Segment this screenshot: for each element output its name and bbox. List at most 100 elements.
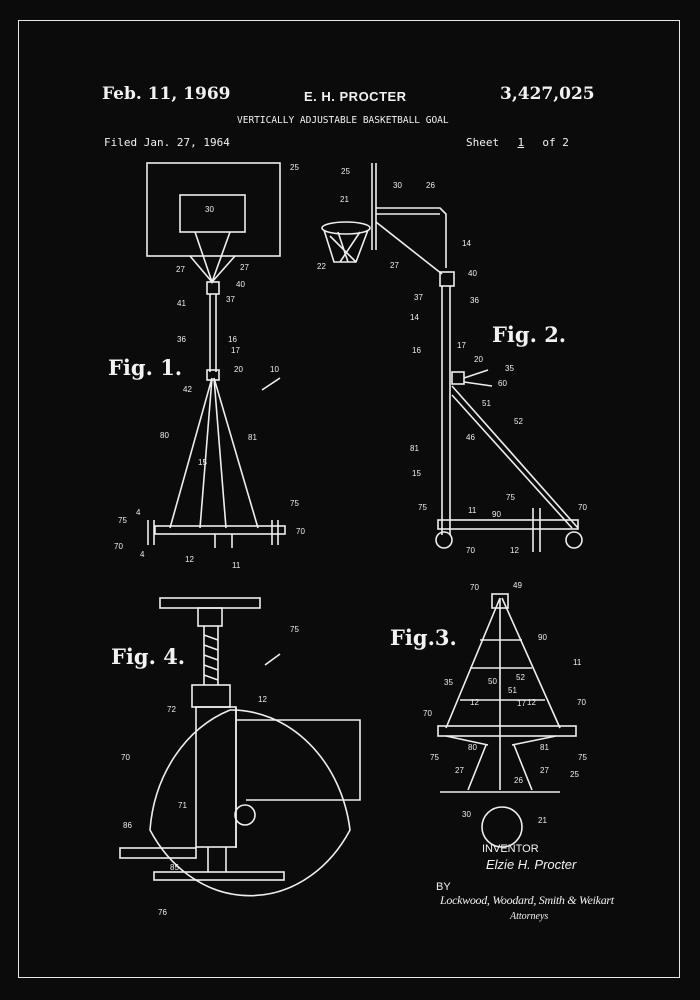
by-label: BY xyxy=(436,881,451,893)
reference-numeral: 75 xyxy=(430,753,439,762)
reference-numeral: 21 xyxy=(538,816,547,825)
reference-numeral: 16 xyxy=(228,335,237,344)
reference-numeral: 37 xyxy=(226,295,235,304)
reference-numeral: 81 xyxy=(410,444,419,453)
reference-numeral: 41 xyxy=(177,299,186,308)
reference-numeral: 12 xyxy=(185,555,194,564)
reference-numeral: 70 xyxy=(578,503,587,512)
reference-numeral: 36 xyxy=(470,296,479,305)
reference-numeral: 42 xyxy=(183,385,192,394)
patent-number: 3,427,025 xyxy=(500,84,595,104)
reference-numeral: 35 xyxy=(505,364,514,373)
reference-numeral: 70 xyxy=(470,583,479,592)
reference-numeral: 76 xyxy=(158,908,167,917)
reference-numeral: 30 xyxy=(205,205,214,214)
reference-numeral: 25 xyxy=(570,770,579,779)
reference-numeral: 17 xyxy=(457,341,466,350)
reference-numeral: 90 xyxy=(538,633,547,642)
inventor-short: E. H. PROCTER xyxy=(304,89,407,104)
figure-3-drawing xyxy=(437,593,577,848)
reference-numeral: 81 xyxy=(248,433,257,442)
reference-numeral: 27 xyxy=(540,766,549,775)
reference-numeral: 75 xyxy=(506,493,515,502)
reference-numeral: 10 xyxy=(270,365,279,374)
attorneys-label: Attorneys xyxy=(510,911,549,922)
reference-numeral: 85 xyxy=(170,863,179,872)
figure-4-drawing xyxy=(119,597,361,897)
reference-numeral: 35 xyxy=(444,678,453,687)
reference-numeral: 60 xyxy=(498,379,507,388)
figure-2-label: Fig. 2. xyxy=(492,322,567,347)
reference-numeral: 70 xyxy=(577,698,586,707)
reference-numeral: 37 xyxy=(414,293,423,302)
inventor-heading: INVENTOR xyxy=(482,843,539,855)
reference-numeral: 86 xyxy=(123,821,132,830)
reference-numeral: 50 xyxy=(488,677,497,686)
reference-numeral: 17 xyxy=(231,346,240,355)
reference-numeral: 12 xyxy=(527,698,536,707)
reference-numeral: 20 xyxy=(474,355,483,364)
reference-numeral: 16 xyxy=(412,346,421,355)
reference-numeral: 22 xyxy=(317,262,326,271)
reference-numeral: 27 xyxy=(390,261,399,270)
reference-numeral: 30 xyxy=(462,810,471,819)
reference-numeral: 25 xyxy=(341,167,350,176)
reference-numeral: 14 xyxy=(462,239,471,248)
reference-numeral: 75 xyxy=(118,516,127,525)
reference-numeral: 51 xyxy=(508,686,517,695)
reference-numeral: 27 xyxy=(455,766,464,775)
reference-numeral: 70 xyxy=(296,527,305,536)
figure-1-drawing xyxy=(146,162,286,548)
patent-title: VERTICALLY ADJUSTABLE BASKETBALL GOAL xyxy=(237,115,449,126)
reference-numeral: 71 xyxy=(178,801,187,810)
figure-3-label: Fig.3. xyxy=(390,625,457,650)
reference-numeral: 4 xyxy=(140,550,145,559)
reference-numeral: 26 xyxy=(426,181,435,190)
reference-numeral: 52 xyxy=(514,417,523,426)
reference-numeral: 12 xyxy=(510,546,519,555)
sheet-number: 1 xyxy=(517,136,525,149)
reference-numeral: 20 xyxy=(234,365,243,374)
reference-numeral: 4 xyxy=(136,508,141,517)
reference-numeral: 26 xyxy=(514,776,523,785)
sheet-of: of 2 xyxy=(542,136,569,149)
reference-numeral: 25 xyxy=(290,163,299,172)
reference-numeral: 40 xyxy=(236,280,245,289)
reference-numeral: 12 xyxy=(470,698,479,707)
reference-numeral: 75 xyxy=(418,503,427,512)
reference-numeral: 36 xyxy=(177,335,186,344)
figure-4-label: Fig. 4. xyxy=(111,644,186,669)
reference-numeral: 49 xyxy=(513,581,522,590)
attorneys-signature: Lockwood, Woodard, Smith & Weikart xyxy=(440,893,614,907)
reference-numeral: 80 xyxy=(468,743,477,752)
reference-numeral: 11 xyxy=(232,561,241,570)
reference-numeral: 15 xyxy=(198,458,207,467)
sheet-label: Sheet xyxy=(466,136,500,149)
patent-date: Feb. 11, 1969 xyxy=(102,84,231,104)
reference-numeral: 11 xyxy=(468,506,477,515)
reference-numeral: 75 xyxy=(290,625,299,634)
reference-numeral: 81 xyxy=(540,743,549,752)
reference-numeral: 27 xyxy=(240,263,249,272)
reference-numeral: 51 xyxy=(482,399,491,408)
inventor-name: Elzie H. Procter xyxy=(486,857,577,872)
figure-2-drawing xyxy=(321,163,583,552)
reference-numeral: 72 xyxy=(167,705,176,714)
reference-numeral: 70 xyxy=(423,709,432,718)
reference-numeral: 27 xyxy=(176,265,185,274)
reference-numeral: 70 xyxy=(466,546,475,555)
reference-numeral: 90 xyxy=(492,510,501,519)
reference-numeral: 12 xyxy=(258,695,267,704)
sheet-info: Sheet 1 of 2 xyxy=(466,136,569,149)
reference-arrows xyxy=(261,377,281,666)
reference-numeral: 14 xyxy=(410,313,419,322)
reference-numeral: 52 xyxy=(516,673,525,682)
reference-numeral: 40 xyxy=(468,269,477,278)
reference-numeral: 70 xyxy=(121,753,130,762)
reference-numeral: 15 xyxy=(412,469,421,478)
reference-numeral: 70 xyxy=(114,542,123,551)
reference-numeral: 11 xyxy=(573,658,582,667)
reference-numeral: 75 xyxy=(578,753,587,762)
poster-frame xyxy=(18,20,680,978)
